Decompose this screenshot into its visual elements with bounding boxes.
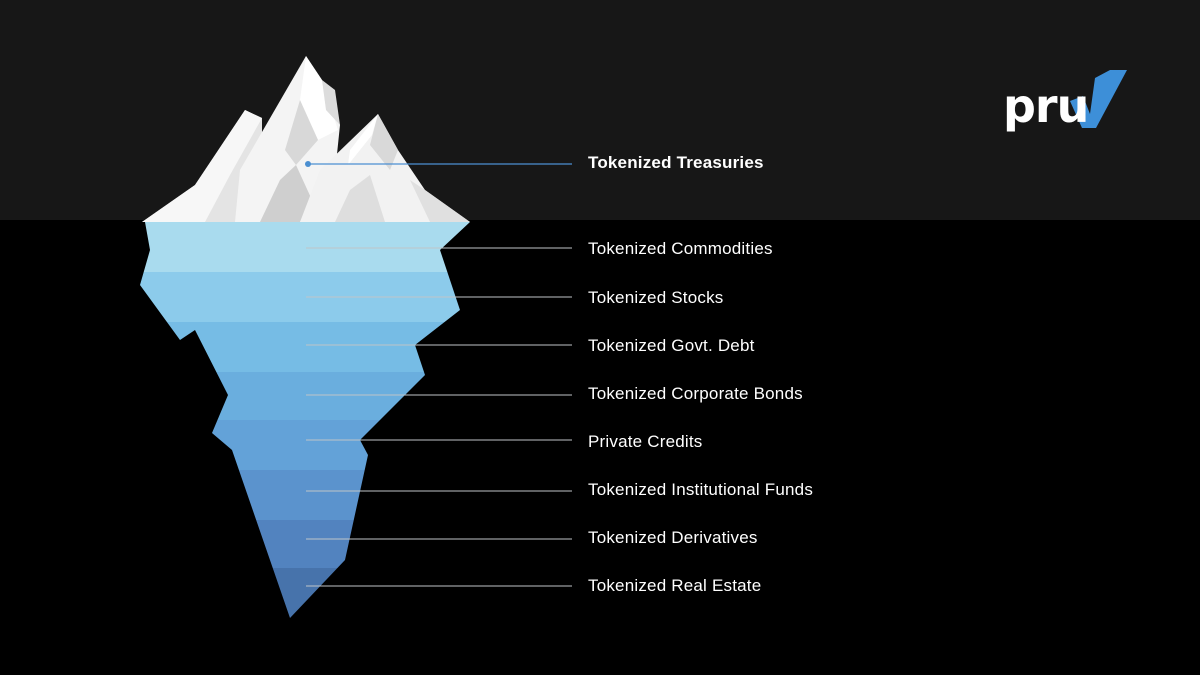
label-tokenized-institutional-funds: Tokenized Institutional Funds (588, 480, 814, 499)
label-tokenized-govt-debt: Tokenized Govt. Debt (588, 336, 755, 355)
brand-wordmark: pru (1003, 79, 1089, 133)
check-mark-icon (1070, 70, 1127, 128)
label-tokenized-derivatives: Tokenized Derivatives (588, 528, 758, 547)
leader-dot-treasuries (305, 161, 311, 167)
label-tokenized-real-estate: Tokenized Real Estate (588, 576, 762, 595)
iceberg-peaks (142, 56, 470, 222)
band-commodities (140, 222, 470, 272)
label-private-credits: Private Credits (588, 432, 703, 451)
leader-lines (305, 161, 572, 587)
label-tokenized-corporate-bonds: Tokenized Corporate Bonds (588, 384, 803, 403)
label-tokenized-treasuries: Tokenized Treasuries (588, 153, 764, 172)
label-tokenized-stocks: Tokenized Stocks (588, 288, 724, 307)
label-tokenized-commodities: Tokenized Commodities (588, 239, 773, 258)
